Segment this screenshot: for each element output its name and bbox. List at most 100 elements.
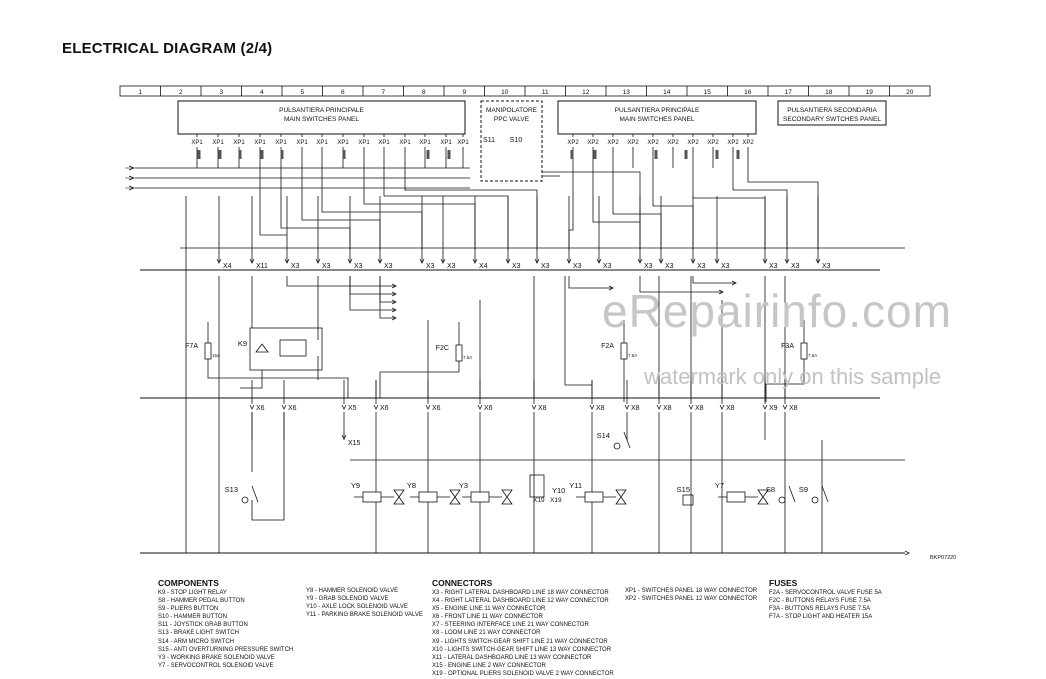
xp1-connector-label: XP1 xyxy=(440,140,452,146)
column-number: 5 xyxy=(300,89,304,96)
secondary-switches-panel-subtitle: SECONDARY SWTCHES PANEL xyxy=(783,116,881,123)
valve-coil xyxy=(726,491,746,503)
wire xyxy=(240,276,319,389)
connector-pin xyxy=(216,258,222,264)
legend-fuses-list: F2A - SERVOCONTROL VALVE FUSE 5A F2C - BU… xyxy=(769,589,882,621)
connector-pin xyxy=(284,258,290,264)
wire-code-mark xyxy=(426,150,430,159)
xp2-connector-label: XP2 xyxy=(647,140,659,146)
column-number: 17 xyxy=(785,89,793,96)
legend-entry: Y3 - WORKING BRAKE SOLENOID VALVE xyxy=(158,654,275,661)
connector-pin xyxy=(505,258,511,264)
row1-connector-label: X3 xyxy=(791,263,800,270)
xp1-connector-label: XP1 xyxy=(337,140,349,146)
switch-label: S15 xyxy=(677,485,690,494)
column-number: 19 xyxy=(866,89,874,96)
row2-connector-label: X6 xyxy=(380,405,389,412)
x19-label: X19 xyxy=(550,497,562,504)
output-wire xyxy=(639,276,722,293)
connector-pin xyxy=(472,258,478,264)
wire xyxy=(375,276,786,398)
wire-code-mark xyxy=(654,150,658,159)
legend-entry: S13 - BRAKE LIGHT SWITCH xyxy=(158,630,239,637)
secondary-switches-panel-box xyxy=(777,100,887,126)
legend-connectors: CONNECTORS X3 - RIGHT LATERAL DASHBOARD … xyxy=(432,578,614,678)
row1-connector-label: X11 xyxy=(256,263,268,270)
legend-entry: X5 - ENGINE LINE 11 WAY CONNECTOR xyxy=(432,606,546,613)
switch-panels: PULSANTIERA PRINCIPALE MAIN SWITCHES PANE… xyxy=(177,100,887,182)
wire xyxy=(379,322,460,398)
legend-entry: X19 - OPTIONAL PLIERS SOLENOID VALVE 2 W… xyxy=(432,670,614,677)
valve-label: Y11 xyxy=(569,481,582,490)
valve-coil xyxy=(584,491,604,503)
connector-pin xyxy=(377,258,383,264)
legend-entry: S10 - HAMMER BUTTON xyxy=(158,614,227,621)
column-number: 8 xyxy=(422,89,426,96)
column-number: 16 xyxy=(744,89,752,96)
legend-entry: XP2 - SWITCHES PANEL 12 WAY CONNECTOR xyxy=(625,596,758,603)
switch-actuator xyxy=(811,496,819,504)
legend-entry: F2A - SERVOCONTROL VALVE FUSE 5A xyxy=(769,590,882,596)
xp1-connector-label: XP1 xyxy=(254,140,266,146)
output-wire xyxy=(286,276,395,287)
connector-pin xyxy=(782,404,788,410)
legend-entry: F2C - BUTTONS RELAYS FUSE 7.5A xyxy=(769,598,871,605)
xp2-connector-label: XP2 xyxy=(607,140,619,146)
valve-symbol xyxy=(757,489,769,505)
connector-pin xyxy=(249,404,255,410)
connector-pin xyxy=(315,258,321,264)
valve-label: Y7 xyxy=(715,481,724,490)
connector-pin xyxy=(566,258,572,264)
row2-connector-label: X8 xyxy=(663,405,672,412)
main-switches-panel-left-title: PULSANTIERA PRINCIPALE xyxy=(279,107,364,114)
wire-code-mark xyxy=(593,150,597,159)
valve-coil xyxy=(470,491,490,503)
row1-connector-label: X3 xyxy=(447,263,456,270)
wire-code-mark xyxy=(280,150,284,159)
wire-code-mark xyxy=(238,150,242,159)
legend-entry: X9 - LIGHTS SWITCH-GEAR SHIFT LINE 21 WA… xyxy=(432,638,608,645)
y10-valve-coil xyxy=(529,474,545,498)
connector-pin xyxy=(719,404,725,410)
main-switches-panel-left-subtitle: MAIN SWITCHES PANEL xyxy=(284,116,359,123)
legend-entry: Y9 - GRAB SOLENOID VALVE xyxy=(306,596,389,603)
connector-pin xyxy=(637,258,643,264)
legend-entry: F3A - BUTTONS RELAYS FUSE 7.5A xyxy=(769,606,871,613)
drawing-code: BKP07220 xyxy=(930,555,956,561)
connector-pin xyxy=(690,258,696,264)
connector-pin xyxy=(440,258,446,264)
legend-entry: S11 - JOYSTICK GRAB BUTTON xyxy=(158,622,248,629)
wire-code-mark xyxy=(715,150,719,159)
legend-entry: F7A - STOP LIGHT AND HEATER 15A xyxy=(769,614,873,621)
fuse-rating: 7.5A xyxy=(463,355,472,360)
connector-pin xyxy=(714,258,720,264)
row1-connector-label: X3 xyxy=(541,263,550,270)
legend-entry: S14 - ARM MICRO SWITCH xyxy=(158,638,235,645)
connector-pin xyxy=(624,404,630,410)
connector-pin xyxy=(534,258,540,264)
feed-arrow xyxy=(128,175,136,181)
watermark-sub: watermark only on this sample xyxy=(644,364,942,389)
xp2-connector-label: XP2 xyxy=(742,140,754,146)
legend-entry: X10 - LIGHTS SWITCH-GEAR SHIFT LINE 13 W… xyxy=(432,646,612,653)
ground-arrow xyxy=(904,550,910,556)
wire-code-mark xyxy=(218,150,222,159)
connector-pin xyxy=(688,404,694,410)
row2-connector-label: X8 xyxy=(596,405,605,412)
output-arrow xyxy=(608,285,614,291)
row2-connector-label: X6 xyxy=(256,405,265,412)
row1-connector-label: X3 xyxy=(822,263,831,270)
routing-wire xyxy=(568,168,819,250)
row2-connector-label: X8 xyxy=(789,405,798,412)
switch-actuator xyxy=(613,442,621,450)
output-wire xyxy=(692,276,735,284)
legend-fuses-heading: FUSES xyxy=(769,578,798,588)
row2-connector-label: X8 xyxy=(538,405,547,412)
row2-connector-label: X8 xyxy=(631,405,640,412)
fuse-body xyxy=(620,342,628,360)
